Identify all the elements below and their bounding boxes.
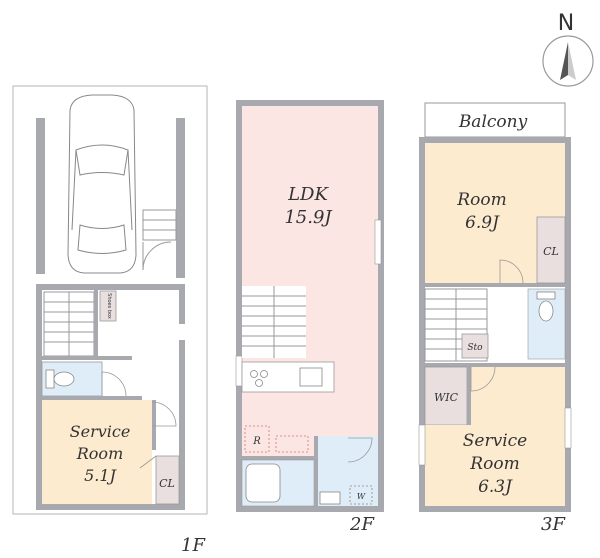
floor-2f-label: 2F [349,514,375,535]
staircase-1f [43,291,95,357]
floor-3f: Balcony Room 6.9J CL Sto [418,102,572,535]
refrigerator-space [244,425,270,453]
wall-1f-stair [94,290,98,360]
shoes-box [99,290,117,322]
service-room-3f-ext [471,367,565,425]
wall-2f-wash-left [314,436,318,506]
floor-1f: Shoes box Service Room 5.1J CL 1F [12,85,208,556]
closet-1f-label: CL [159,477,175,490]
closet-1f [155,455,180,505]
toilet-icon [45,369,75,389]
service-room-1f [42,400,152,504]
entrance-steps [142,209,177,241]
room-3f-north-size: 6.9J [465,213,500,233]
service-room-3f-size: 6.3J [478,477,513,497]
bathtub-icon [245,463,281,503]
stove-icon [250,370,268,387]
sink-icon [299,367,323,387]
room-3f-north [425,143,537,283]
window-3f-left [418,424,426,466]
ldk-size: 15.9J [284,207,333,228]
wall-1f-right-b [179,340,185,510]
washroom-door [347,437,373,463]
closet-3f [536,216,566,284]
closet-3f-label: CL [543,245,559,258]
service-room-3f-door [470,366,496,392]
staircase-3f [424,288,488,362]
wall-1f-bottom [36,504,185,510]
refrigerator-label: R [252,436,261,447]
balcony-3f [424,102,566,138]
shoes-box-label: Shoes box [106,293,112,319]
service-room-1f-size: 5.1J [84,466,117,485]
floor-3f-label: 3F [541,514,566,535]
washbasin-icon [319,491,341,505]
balcony-label: Balcony [458,112,528,132]
compass-north-label: N [558,11,574,36]
wic-3f [424,366,468,426]
car-icon [67,94,137,274]
service-room-3f-label-1: Service [463,431,527,451]
entrance-door [142,241,172,271]
window-2f-left [235,355,243,387]
compass-north-icon [542,35,594,87]
garage-left-wall [36,118,45,274]
ldk-label: LDK [287,184,329,205]
service-room-1f-label-1: Service [70,422,131,441]
washer-label: W [357,492,366,501]
service-door-1f [151,401,177,427]
site-boundary [12,85,208,515]
room-3f-north-door [499,259,524,284]
window-3f-right [564,407,572,449]
storage-space-2f [275,435,309,453]
closet-1f-door [139,455,157,469]
ldk-2f [242,106,378,456]
wall-1f-service-right [152,400,156,450]
window-2f-right [374,219,382,265]
room-3f-north-label: Room [456,190,506,210]
floor-2f: LDK 15.9J R [235,100,384,535]
garage-right-wall [176,118,185,278]
wall-2f-bath-top [242,456,378,460]
service-room-1f-label-2: Room [76,444,123,463]
storage-3f-label: Sto [467,343,483,353]
wic-label: WIC [434,391,459,404]
toilet-3f-icon [536,291,556,322]
wall-1f-top [36,284,185,290]
wall-3f-wic [467,363,471,425]
service-room-3f-label-2: Room [469,454,519,474]
wall-1f-left [36,284,42,510]
wall-1f-service-top [42,396,142,400]
toilet-room-3f [527,288,566,360]
storage-3f [461,333,489,359]
staircase-2f-steps [242,286,306,358]
toilet-door [101,371,127,397]
wall-1f-hall [42,356,132,360]
room-3f-north-ext [537,143,565,217]
floor-1f-label: 1F [181,535,206,556]
service-room-3f [425,425,565,506]
wall-1f-right-a [179,284,185,324]
